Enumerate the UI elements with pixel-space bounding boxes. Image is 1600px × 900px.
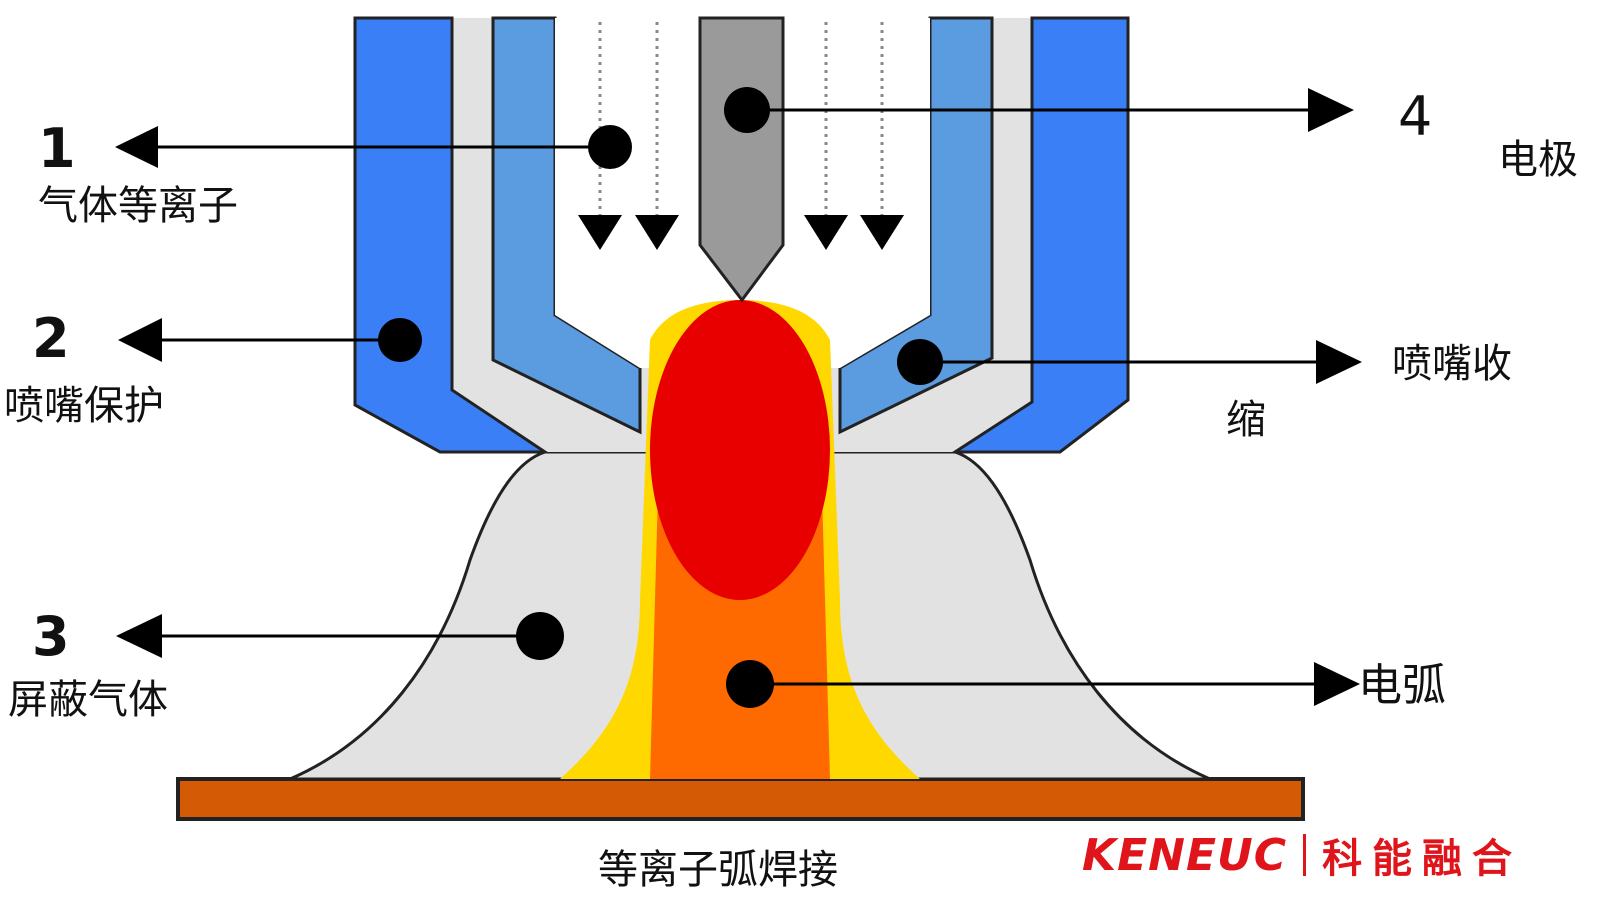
label-number-3: 3: [32, 605, 70, 668]
leader-shielding-gas: [116, 612, 564, 660]
label-gas-plasma: 气体等离子: [38, 183, 238, 229]
label-shielding-gas: 屏蔽气体: [8, 677, 168, 723]
label-number-1: 1: [38, 117, 76, 180]
gas-flow-arrows: [578, 22, 904, 250]
leader-electrode: [724, 87, 1354, 133]
electrode: [698, 16, 785, 303]
gas-flow-arrowhead-2: [635, 215, 679, 250]
leader-arc: [726, 660, 1360, 708]
diagram-caption: 等离子弧焊接: [598, 847, 838, 893]
label-nozzle-contraction-line2: 缩: [1226, 397, 1266, 443]
label-number-4: 4: [1398, 85, 1433, 148]
leader-nozzle-contraction: [897, 339, 1362, 385]
workpiece: [176, 777, 1305, 821]
label-electrode: 电极: [1498, 137, 1578, 183]
brand-logo: KENEUC 科能融合: [1082, 829, 1522, 883]
brand-latin: KENEUC: [1082, 829, 1288, 881]
gas-flow-arrowhead-1: [578, 215, 622, 250]
arc-core: [650, 300, 830, 600]
brand-chinese: 科能融合: [1322, 836, 1523, 882]
leader-nozzle-protection: [118, 318, 422, 362]
label-nozzle-protection: 喷嘴保护: [4, 383, 164, 429]
outer-nozzle-right: [949, 16, 1130, 454]
gas-flow-arrowhead-4: [860, 215, 904, 250]
brand-separator: [1303, 834, 1307, 876]
label-arc: 电弧: [1358, 660, 1446, 711]
label-nozzle-contraction-line1: 喷嘴收: [1392, 341, 1512, 387]
label-number-2: 2: [32, 307, 70, 370]
leader-gas-plasma: [115, 125, 632, 169]
gas-flow-arrowhead-3: [804, 215, 848, 250]
